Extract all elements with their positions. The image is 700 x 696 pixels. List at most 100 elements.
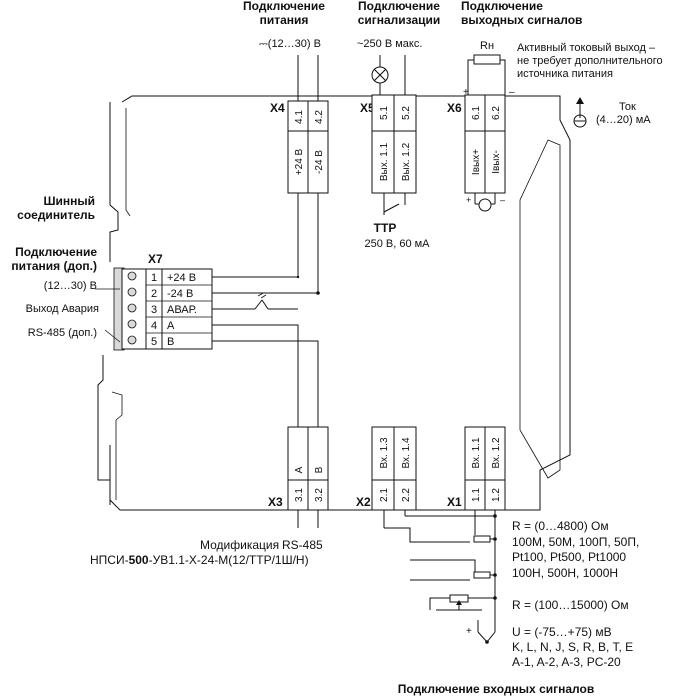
x6-pin2-num: 6.2 bbox=[491, 106, 502, 120]
rs485-extra-label: RS-485 (доп.) bbox=[28, 327, 97, 339]
thermocouple-icon bbox=[477, 620, 496, 644]
header-alarm: Подключение сигнализации bbox=[358, 0, 441, 27]
input-r1-line2: 100М, 50М, 100П, 50П, bbox=[512, 535, 639, 549]
rtd-sensor-2-icon bbox=[473, 571, 491, 579]
x3-pin2-label: B bbox=[314, 466, 325, 473]
x7-label: X7 bbox=[148, 252, 163, 266]
x4-pin2-num: 4.2 bbox=[314, 110, 325, 124]
header-output-line1: Подключение bbox=[461, 0, 543, 13]
header-output: Подключение выходных сигналов bbox=[461, 0, 582, 27]
current-label-2: (4…20) мА bbox=[596, 114, 651, 126]
x6-label: X6 bbox=[447, 101, 462, 115]
x7-pin4-num: 4 bbox=[151, 320, 157, 332]
current-output-source-icon bbox=[474, 193, 496, 212]
x7-pin1-label: +24 В bbox=[167, 272, 196, 284]
x6-block bbox=[464, 94, 506, 194]
x4-label: X4 bbox=[270, 101, 285, 115]
x5-block bbox=[371, 94, 417, 194]
input-u-line3: A-1, A-2, A-3, PC-20 bbox=[512, 655, 621, 669]
x1-pin1-num: 1.1 bbox=[471, 488, 482, 502]
x7-pin4-label: A bbox=[167, 320, 175, 332]
header-power-line1: Подключение bbox=[243, 0, 325, 13]
x5-label: X5 bbox=[360, 101, 375, 115]
relay-contact-icon bbox=[383, 193, 406, 215]
model-bold: 500 bbox=[129, 553, 149, 567]
x2-pin2-num: 2.2 bbox=[401, 488, 412, 502]
power-extra-label-2: питания (доп.) bbox=[11, 259, 97, 273]
header-alarm-line2: сигнализации bbox=[358, 13, 441, 27]
x2-pin1-label: Вх. 1.3 bbox=[379, 437, 390, 468]
x2-pin2-label: Вх. 1.4 bbox=[401, 437, 412, 468]
x3-pin2-num: 3.2 bbox=[314, 488, 325, 502]
ttr-title: ТТР bbox=[374, 221, 397, 235]
current-label-1: Ток bbox=[619, 101, 636, 113]
x1-pin2-label: Вх. 1.2 bbox=[491, 437, 502, 468]
alarm-out-label: Выход Авария bbox=[26, 303, 99, 315]
input-r2: R = (100…15000) Ом bbox=[512, 598, 629, 612]
x4-pin2-label: -24 В bbox=[314, 150, 325, 174]
x4-pin1-num: 4.1 bbox=[294, 110, 305, 124]
power-voltage-label: ⎓(12…30) В bbox=[259, 38, 321, 50]
optocoupler-icon bbox=[254, 292, 275, 310]
x7-pin2-label: -24 В bbox=[167, 288, 193, 300]
active-output-note-2: не требует дополнительного bbox=[517, 55, 663, 67]
rh-label: Rн bbox=[480, 40, 494, 52]
x3-pin1-num: 3.1 bbox=[294, 488, 305, 502]
header-alarm-line1: Подключение bbox=[358, 0, 440, 13]
active-output-note-3: источника питания bbox=[517, 68, 613, 80]
modification-model: НПСИ-500-УВ1.1-X-24-М(12/ТТР/1Ш/Н) bbox=[90, 553, 309, 567]
model-suffix: -УВ1.1-X-24-М(12/ТТР/1Ш/Н) bbox=[149, 553, 309, 567]
x6-minus-label: – bbox=[500, 195, 505, 205]
x7-pin1-num: 1 bbox=[151, 272, 157, 284]
x7-plug bbox=[113, 267, 147, 351]
tc-plus: + bbox=[466, 626, 472, 637]
alarm-voltage-label: ~250 В макс. bbox=[357, 38, 422, 50]
x6-pin2-label: Iвых- bbox=[491, 150, 502, 174]
load-resistor-icon bbox=[473, 54, 501, 65]
x3-pin1-label: A bbox=[294, 466, 305, 473]
x2-block bbox=[371, 426, 417, 511]
device-body bbox=[97, 95, 571, 511]
input-r1-line3: Pt100, Pt500, Pt1000 bbox=[512, 550, 626, 564]
model-prefix: НПСИ- bbox=[90, 553, 129, 567]
header-power-line2: питания bbox=[260, 13, 309, 27]
input-r1-line4: 100Н, 500Н, 1000Н bbox=[512, 566, 618, 580]
x1-label: X1 bbox=[447, 495, 462, 509]
x5-pin2-label: Вых. 1.2 bbox=[401, 142, 412, 181]
power-extra-voltage: (12…30) В bbox=[44, 280, 97, 292]
alarm-lamp-icon bbox=[371, 66, 389, 84]
rtd-sensor-icon bbox=[473, 535, 491, 543]
current-source-icon bbox=[573, 97, 587, 128]
x7-pin3-label: АВАР. bbox=[167, 304, 197, 316]
x6-pin1-num: 6.1 bbox=[471, 106, 482, 120]
bus-label-1: Шинный bbox=[43, 194, 95, 208]
plus-label: + bbox=[463, 87, 469, 98]
minus-label: – bbox=[509, 87, 515, 98]
input-wiring: + bbox=[383, 510, 497, 644]
modification-rs485: RS-485 bbox=[282, 538, 323, 552]
x6-pin1-label: Iвых+ bbox=[471, 149, 482, 175]
bus-label-2: соединитель bbox=[17, 208, 95, 222]
x7-pin3-num: 3 bbox=[151, 304, 157, 316]
x5-pin1-label: Вых. 1.1 bbox=[379, 142, 390, 181]
header-input: Подключение входных сигналов bbox=[398, 682, 594, 696]
x1-block bbox=[464, 426, 506, 511]
x1-pin2-num: 1.2 bbox=[491, 488, 502, 502]
x7-pin2-num: 2 bbox=[151, 288, 157, 300]
x2-label: X2 bbox=[356, 495, 371, 509]
modification-line1: Модификация bbox=[200, 538, 279, 552]
input-r1-line1: R = (0…4800) Ом bbox=[512, 519, 609, 533]
x7-pin5-num: 5 bbox=[151, 336, 157, 348]
x3-block bbox=[287, 426, 329, 511]
x2-pin1-num: 2.1 bbox=[379, 488, 390, 502]
x6-plus-label: + bbox=[466, 195, 471, 205]
power-extra-label-1: Подключение bbox=[15, 245, 97, 259]
header-output-line2: выходных сигналов bbox=[461, 13, 582, 27]
x4-block bbox=[287, 100, 329, 194]
x5-pin1-num: 5.1 bbox=[379, 106, 390, 120]
x7-pin5-label: B bbox=[167, 336, 174, 348]
x3-label: X3 bbox=[268, 495, 283, 509]
ttr-spec: 250 В, 60 мА bbox=[364, 238, 430, 250]
input-u-line1: U = (-75…+75) мВ bbox=[512, 625, 612, 639]
input-u-line2: K, L, N, J, S, R, B, T, E bbox=[512, 640, 633, 654]
